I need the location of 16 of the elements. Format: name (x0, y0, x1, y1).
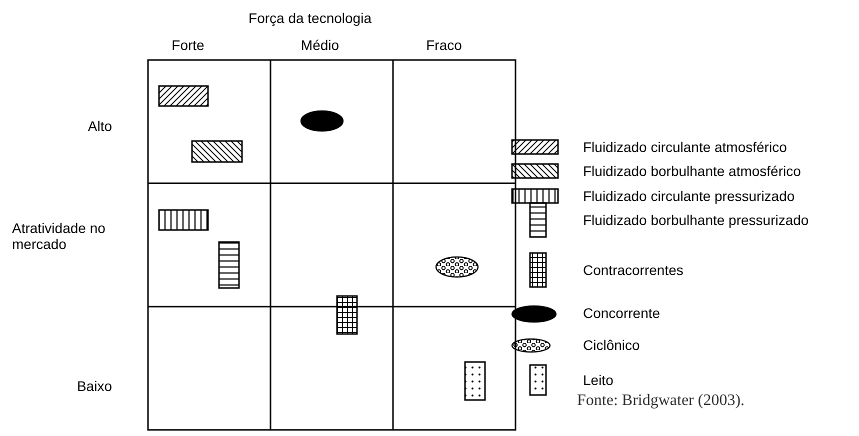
column-header: Fraco (426, 37, 462, 53)
row-header: Alto (88, 118, 112, 134)
legend-text: Fluidizado circulante atmosférico (583, 139, 787, 155)
column-header: Médio (300, 37, 340, 53)
legend-text: Leito (583, 372, 614, 388)
caption: Fonte: Bridgwater (2003). (577, 393, 745, 409)
legend-text: Fluidizado circulante pressurizado (583, 188, 795, 204)
axis-title: Força da tecnologia (248, 10, 372, 26)
column-header: Forte (172, 37, 204, 53)
legend-text: Concorrente (583, 305, 660, 321)
legend-text: Contracorrentes (583, 262, 684, 278)
axis-title: Atratividade no mercado (12, 220, 106, 252)
legend-text: Fluidizado borbulhante atmosférico (583, 163, 801, 179)
legend-text: Ciclônico (583, 337, 640, 353)
legend-text: Fluidizado borbulhante pressurizado (583, 212, 809, 228)
row-header: Baixo (76, 378, 112, 394)
